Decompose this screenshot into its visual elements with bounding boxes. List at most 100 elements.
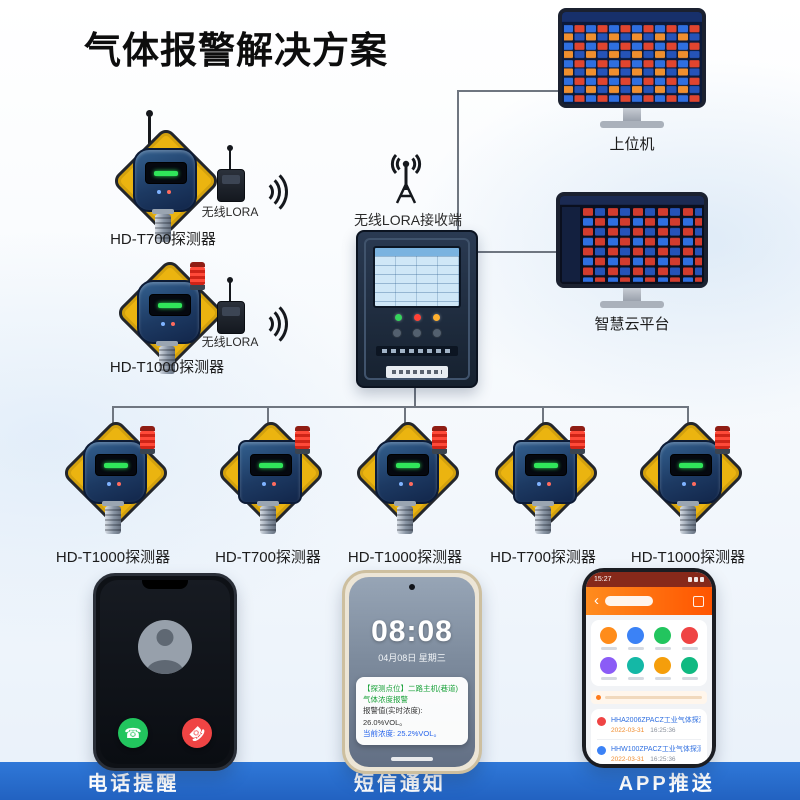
gas-sensor-head [257,501,279,534]
call-buttons: ☎ ☎ [100,718,230,748]
gas-sensor-head [394,501,416,534]
status-icons [688,577,704,582]
app-title-pill [605,596,653,606]
antenna-tower-icon [382,148,430,211]
sms-notification-card: 【探测点位】二路主机(巷道)气体浓度报警 报警值(实时浓度): 26.0%VOL… [356,676,468,745]
phone-screen: ☎ ☎ [100,580,230,764]
controller-indicator-leds [358,314,476,321]
alarm-beacon-icon [295,426,310,454]
detector-label: HD-T1000探测器 [109,359,225,376]
status-leds [157,190,171,194]
connector-drop-line [404,406,406,428]
phone-call-alert: ☎ ☎ [93,573,237,771]
phone-app-alert: 15:27 ‹ [582,568,716,768]
wifi-waves-icon [256,166,298,217]
monitor-label: 上位机 [609,136,655,153]
notice-dot-icon [596,695,601,700]
app-icon [654,627,671,650]
sms-line: 报警值(实时浓度): 26.0%VOL。 [363,706,423,727]
detector-body [375,440,439,504]
connector-line [457,90,459,232]
controller-buttons [358,328,476,338]
status-leds [682,482,696,486]
lora-antenna [227,277,233,302]
footer-item-sms-alert: 短信通知 [354,772,446,795]
alarm-dot-icon [597,746,606,756]
detector-label: HD-T1000探测器 [630,549,746,566]
app-icon [627,657,644,680]
detector-hd-t1000 [58,417,172,540]
detector-hd-t700-wireless [108,110,222,248]
detector-display [149,294,191,316]
alarm-controller [356,230,478,388]
detector-body [658,440,722,504]
app-icon [654,657,671,680]
sms-line: 【探测点位】二路主机(巷道)气体浓度报警 [363,683,458,704]
phone-accept-icon: ☎ [118,718,148,748]
status-leds [262,482,276,486]
status-leds [107,482,121,486]
detector-display [95,454,137,476]
connector-drop-line [267,406,269,428]
detector-hd-t1000-wireless [112,257,226,380]
cloud-platform-monitor: 智慧云平台 [556,192,708,334]
camera-dot-icon [409,584,415,590]
list-item: HHA2006ZPACZ工业气体探测器报警 2022-03-31 16:25:3… [597,711,701,741]
back-chevron-icon: ‹ [594,591,599,609]
gas-sensor-head [532,501,554,534]
status-leds [537,482,551,486]
alarm-beacon-icon [190,262,205,290]
detector-label: HD-T1000探测器 [347,549,463,566]
detector-label: HD-T700探测器 [215,549,321,566]
list-item: HHW100ZPACZ工业气体探测器报警 2022-03-31 16:25:36 [597,740,701,764]
status-leds [399,482,413,486]
gas-sensor-head [156,341,178,374]
detector-label: HD-T700探测器 [110,231,216,248]
footer-item-app-push: APP推送 [618,772,715,795]
detector-body [83,440,147,504]
menu-icon [693,595,704,607]
status-leds [161,322,175,326]
detector-display [250,454,292,476]
detector-display [387,454,429,476]
controller-screen [373,246,461,308]
lora-antenna [227,145,233,170]
connector-line [457,90,560,92]
alarm-beacon-icon [140,426,155,454]
connector-drop-line [542,406,544,428]
gas-sensor-head [102,501,124,534]
app-icon [681,627,698,650]
app-icon-grid [591,620,707,686]
status-time: 15:27 [594,576,612,583]
footer-item-phone-alert: 电话提醒 [87,772,180,795]
alarm-beacon-icon [432,426,447,454]
detector-label: HD-T1000探测器 [55,549,171,566]
monitor-stand-base [600,121,664,128]
connector-line [474,251,558,253]
app-icon [600,627,617,650]
gas-sensor-head [152,209,174,242]
detector-hd-t700 [213,417,327,540]
sms-line: 当前浓度: 25.2%VOL。 [363,728,441,738]
detector-body [238,440,302,504]
detector-hd-t700 [488,417,602,540]
phone-screen: 08:08 04月08日 星期三 【探测点位】二路主机(巷道)气体浓度报警 报警… [349,577,475,767]
app-alarm-list: HHA2006ZPACZ工业气体探测器报警 2022-03-31 16:25:3… [591,709,707,764]
app-icon [600,657,617,680]
controller-bezel [364,238,470,380]
alarm-dot-icon [597,717,606,726]
host-computer-screen [558,8,706,108]
monitor-label: 智慧云平台 [594,316,670,333]
phone-decline-icon: ☎ [182,718,212,748]
alarm-beacon-icon [570,426,585,454]
home-indicator [391,757,433,761]
lockscreen-date: 04月08日 星期三 [378,653,446,663]
detector-display [525,454,567,476]
page-title: 气体报警解决方案 [84,30,388,71]
detector-body [137,280,201,344]
detector-display [670,454,712,476]
status-bar: 15:27 [586,572,712,587]
alarm-time: 16:25:36 [650,756,676,764]
detector-hd-t1000 [633,417,747,540]
